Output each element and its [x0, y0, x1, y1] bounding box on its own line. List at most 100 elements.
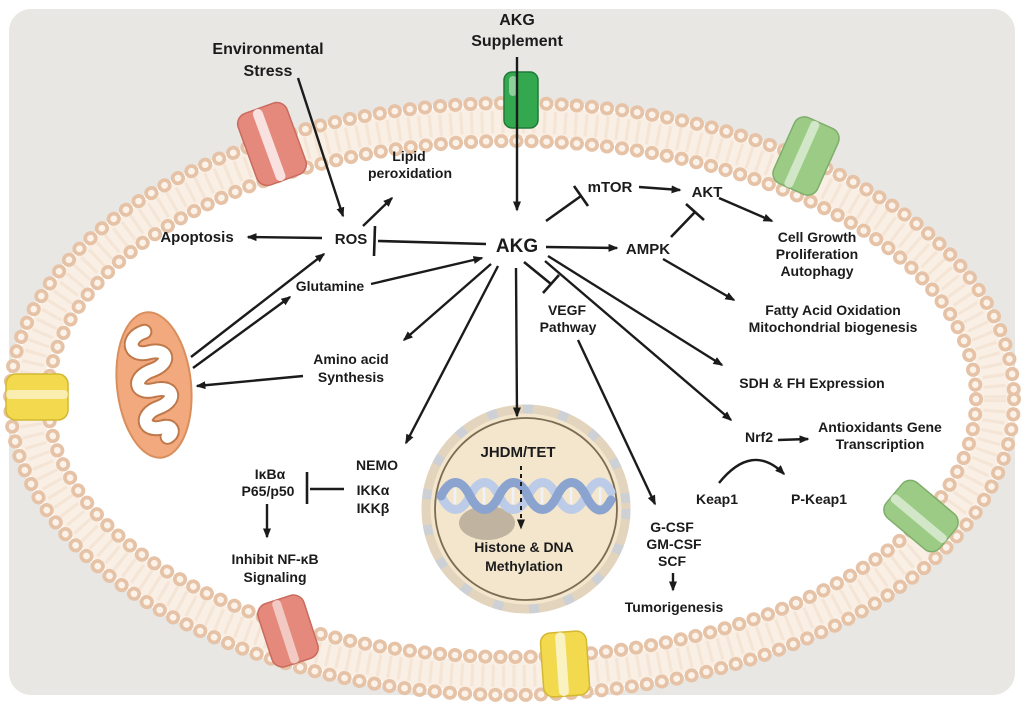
channel-highlight-stripe [890, 494, 947, 543]
label-sdh-fh: SDH & FH Expression [739, 375, 884, 391]
label-antioxidants-2: Transcription [836, 436, 925, 452]
label-vegf-2: Pathway [540, 319, 597, 335]
label-amino-2: Synthesis [318, 369, 384, 385]
arrow-vegf-to-gcsf [576, 339, 657, 506]
inhibit-akg-to-ros-bar [372, 225, 377, 257]
arrow-akg-to-amino-acid [402, 263, 492, 341]
inhibit-akg-to-mtor-line [545, 194, 582, 223]
label-ampk: AMPK [626, 241, 670, 258]
inhibit-akg-to-vegf-line [523, 260, 552, 286]
channel-highlight-stripe [6, 390, 68, 399]
membrane-channel-red-top-left [236, 101, 308, 187]
label-environmental-stress-1: Environmental [212, 41, 323, 58]
label-mtor: mTOR [588, 179, 633, 196]
arrow-akt-to-cell-growth [718, 196, 774, 223]
label-akg-supplement-2: Supplement [471, 33, 563, 50]
label-gm-csf: GM-CSF [646, 536, 702, 552]
label-scf: SCF [658, 553, 686, 569]
label-vegf-1: VEGF [548, 302, 587, 318]
arrow-keap1-to-pkeap1-curved [718, 458, 786, 484]
arrow-ros-to-apoptosis [246, 233, 323, 242]
label-ikba: IκBα [255, 466, 286, 482]
label-akg-supplement-1: AKG [499, 12, 535, 29]
label-histone-2: Methylation [485, 558, 563, 574]
membrane-channels [5, 71, 959, 698]
arrow-nrf2-to-antioxidants [777, 435, 810, 444]
label-cell-growth-3: Autophagy [780, 263, 853, 279]
nucleolus-blob [459, 506, 515, 540]
nuclear-envelope-segments [421, 404, 631, 614]
label-inhibit-nfkb-2: Signaling [244, 569, 307, 585]
arrow-ampk-to-fatty-acid [662, 257, 736, 302]
inhibit-akg-to-mtor-bar [572, 185, 590, 207]
membrane-channel-yellow-bottom-center [539, 630, 591, 698]
channel-highlight-stripe [784, 120, 820, 188]
label-akt: AKT [692, 184, 723, 201]
nucleus [421, 404, 631, 614]
inhibit-akg-to-ros-line [377, 239, 487, 246]
arrow-mitochondrion-to-ros [190, 253, 326, 358]
label-gcsf: G-CSF [650, 519, 694, 535]
membrane-channel-yellow-left [5, 373, 69, 421]
arrow-akg-to-sdh-fh [547, 254, 724, 367]
label-ikka: IKKα [357, 482, 390, 498]
label-antioxidants-1: Antioxidants Gene [818, 419, 942, 435]
label-cell-growth-1: Cell Growth [778, 229, 857, 245]
arrow-akg-to-ampk [545, 243, 619, 252]
dna-helix [436, 477, 616, 515]
channel-highlight-stripe [252, 109, 286, 182]
label-fatty-2: Mitochondrial biogenesis [749, 319, 918, 335]
membrane-channel-green-top-right [772, 116, 840, 196]
label-histone-1: Histone & DNA [474, 539, 574, 555]
labels: Environmental Stress AKG Supplement Lipi… [160, 12, 942, 615]
label-akg: AKG [496, 236, 538, 257]
arrow-glutamine-to-akg [370, 256, 484, 286]
mitochondrion [115, 311, 193, 459]
nuclear-inner-membrane [434, 417, 618, 601]
inner-bead-ring-holes [44, 137, 980, 661]
channel-highlight-stripe [272, 600, 300, 664]
arrow-mtor-to-akt [638, 185, 682, 194]
label-glutamine: Glutamine [296, 278, 365, 294]
label-ikkb: IKKβ [357, 500, 390, 516]
lipid-tails-texture [18, 111, 1006, 687]
label-amino-1: Amino acid [313, 351, 388, 367]
inhibit-akg-to-vegf-bar [542, 274, 560, 294]
label-keap1: Keap1 [696, 491, 738, 507]
label-p-keap1: P-Keap1 [791, 491, 847, 507]
arrow-akg-to-nemo [404, 265, 500, 445]
channel-highlight-stripe [555, 632, 569, 697]
membrane-channel-red-bottom-left [257, 594, 319, 668]
label-inhibit-nfkb-1: Inhibit NF-κB [231, 551, 318, 567]
dna-strand-front [436, 478, 616, 515]
membrane-channel-green-top-center [503, 71, 539, 129]
arrow-akg-to-nucleus [512, 267, 521, 418]
label-cell-growth-2: Proliferation [776, 246, 858, 262]
arrow-akg-to-nrf2 [544, 260, 733, 421]
label-fatty-1: Fatty Acid Oxidation [765, 302, 901, 318]
label-environmental-stress-2: Stress [244, 63, 293, 80]
label-ros: ROS [335, 231, 368, 248]
arrow-mitochondrion-to-glutamine [192, 296, 292, 369]
inhibit-ampk-to-akt-bar [685, 203, 705, 221]
label-p65-p50: P65/p50 [242, 483, 295, 499]
arrow-amino-acid-to-mitochondrion [195, 374, 304, 390]
label-nrf2: Nrf2 [745, 429, 773, 445]
label-apoptosis: Apoptosis [160, 229, 233, 246]
label-lipid-2: peroxidation [368, 165, 452, 181]
channel-highlight-stripe [509, 76, 517, 96]
inhibition-lines [305, 185, 705, 504]
inhibit-ampk-to-akt-line [670, 211, 696, 238]
cristae [125, 325, 178, 443]
arrow-ros-to-lipid-peroxidation [362, 196, 394, 227]
label-tumorigenesis: Tumorigenesis [625, 599, 724, 615]
arrow-envstress-to-ros [296, 77, 345, 218]
pathway-arrows [190, 57, 810, 592]
label-jhdm-tet: JHDM/TET [481, 444, 556, 461]
label-nemo: NEMO [356, 457, 398, 473]
cell-interior [8, 101, 1016, 697]
membrane-channel-green-right [883, 479, 959, 553]
dna-rungs [453, 488, 602, 504]
